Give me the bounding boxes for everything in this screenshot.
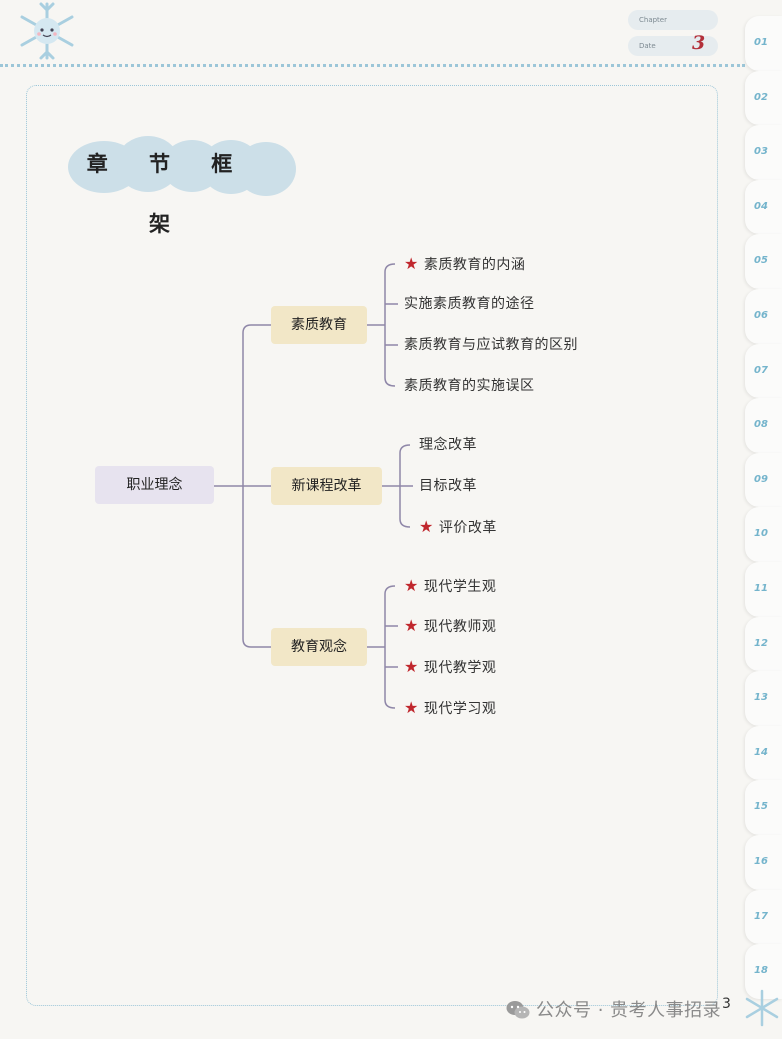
chapter-tab[interactable]: 14: [745, 725, 782, 781]
wechat-icon: [506, 1001, 530, 1019]
chapter-tab[interactable]: 16: [745, 835, 782, 890]
chapter-tab[interactable]: 11: [745, 562, 782, 617]
chapter-tab[interactable]: 08: [745, 398, 782, 453]
watermark-text: 公众号 · 贵考人事招录: [536, 1000, 722, 1021]
mindmap-leaf: ★评价改革: [419, 517, 497, 536]
star-icon: ★: [404, 616, 419, 635]
chapter-tab[interactable]: 13: [745, 671, 782, 726]
chapter-tab[interactable]: 04: [745, 179, 782, 235]
date-field: Date: [628, 36, 718, 56]
watermark: 公众号 · 贵考人事招录: [506, 996, 721, 1022]
mindmap-leaf: ★现代教师观: [404, 616, 497, 635]
chapter-tab[interactable]: 06: [745, 289, 782, 344]
title-watercolor-blob: [68, 136, 296, 196]
star-icon: ★: [404, 698, 419, 717]
mindmap-leaf: ★现代学习观: [404, 698, 497, 717]
mindmap-leaf: ★现代教学观: [404, 657, 497, 676]
chapter-tab[interactable]: 18: [745, 944, 782, 999]
chapter-tab[interactable]: 10: [745, 507, 782, 562]
chapter-tab[interactable]: 17: [745, 889, 782, 945]
mindmap-leaf: ★现代学生观: [404, 576, 497, 595]
chapter-tab[interactable]: 05: [745, 234, 782, 289]
mindmap-leaf: 素质教育的实施误区: [404, 378, 535, 394]
chapter-tab[interactable]: 03: [745, 125, 782, 180]
chapter-tab[interactable]: 07: [745, 343, 782, 399]
chapter-tab[interactable]: 15: [745, 780, 782, 835]
star-icon: ★: [404, 576, 419, 595]
chapter-tab[interactable]: 01: [745, 16, 782, 71]
snowflake-mascot-icon: [20, 2, 74, 60]
mindmap-leaf: 目标改革: [419, 478, 477, 494]
date-label: Date: [639, 42, 656, 50]
content-frame: [26, 85, 718, 1006]
date-value: 3: [692, 32, 706, 54]
chapter-tabs: 01 02 03 04 05 06 07 08 09 10 11 12 13 1…: [745, 16, 782, 1001]
star-icon: ★: [404, 657, 419, 676]
mindmap-branch: 教育观念: [271, 628, 367, 666]
chapter-field: Chapter: [628, 10, 718, 30]
snowflake-icon: [745, 989, 779, 1027]
mindmap-leaf: 实施素质教育的途径: [404, 296, 535, 312]
chapter-tab[interactable]: 12: [745, 616, 782, 672]
chapter-tab[interactable]: 02: [745, 70, 782, 126]
section-title: 章 节 框 架: [86, 151, 250, 236]
header-divider: [0, 64, 745, 67]
star-icon: ★: [419, 517, 434, 536]
star-icon: ★: [404, 254, 419, 273]
chapter-label: Chapter: [639, 16, 667, 24]
mindmap-leaf: 理念改革: [419, 437, 477, 453]
mindmap-leaf: ★素质教育的内涵: [404, 254, 526, 273]
mindmap-branch: 素质教育: [271, 306, 367, 344]
mindmap-root: 职业理念: [95, 466, 214, 504]
mindmap-branch: 新课程改革: [271, 467, 382, 505]
chapter-tab[interactable]: 09: [745, 452, 782, 508]
page-number: 3: [722, 996, 731, 1012]
mindmap-leaf: 素质教育与应试教育的区别: [404, 337, 578, 353]
